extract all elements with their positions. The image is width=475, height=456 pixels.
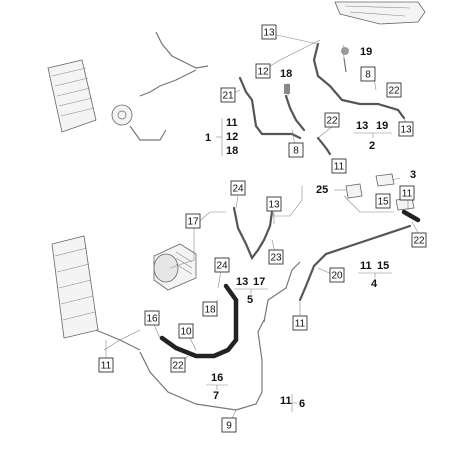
callout-13-right[interactable]: 13 (398, 121, 414, 137)
group-7[interactable]: 16 7 (206, 372, 228, 402)
condenser-lower-illustration (51, 235, 99, 339)
group-6[interactable]: 11 6 (280, 394, 305, 412)
condenser-upper-illustration (47, 59, 97, 133)
callout-22-lower[interactable]: 22 (170, 357, 186, 373)
svg-text:4: 4 (371, 278, 378, 290)
svg-text:16: 16 (211, 372, 223, 384)
callout-20[interactable]: 20 (329, 267, 345, 283)
group-1[interactable]: 11 12 18 1 (205, 117, 238, 157)
svg-text:17: 17 (187, 217, 199, 228)
svg-text:22: 22 (172, 361, 184, 372)
callout-24-upper[interactable]: 24 (230, 180, 246, 196)
svg-text:13: 13 (268, 200, 280, 211)
pipe-line-4 (298, 224, 412, 302)
callout-19[interactable]: 19 (341, 46, 372, 58)
svg-text:17: 17 (253, 276, 265, 288)
svg-text:11: 11 (295, 319, 306, 330)
callout-24-lower[interactable]: 24 (214, 257, 230, 273)
svg-text:15: 15 (377, 260, 389, 272)
svg-text:21: 21 (222, 91, 234, 102)
callout-17[interactable]: 17 (185, 213, 201, 229)
svg-text:18: 18 (226, 145, 238, 157)
svg-text:12: 12 (226, 131, 238, 143)
svg-text:25: 25 (316, 184, 328, 196)
svg-text:18: 18 (280, 68, 292, 80)
callout-22-upper-right[interactable]: 22 (386, 82, 402, 98)
callout-10[interactable]: 10 (178, 323, 194, 339)
callout-16[interactable]: 16 (144, 310, 160, 326)
pipe-line-9 (139, 319, 265, 411)
callout-8-mid[interactable]: 8 (288, 142, 304, 158)
callout-11-lower-left[interactable]: 11 (98, 357, 114, 373)
callout-13-top[interactable]: 13 (261, 24, 277, 40)
pipe-line-5 (232, 206, 274, 261)
svg-text:9: 9 (226, 421, 232, 432)
group-4[interactable]: 11 15 4 (358, 260, 392, 290)
svg-text:22: 22 (413, 236, 425, 247)
callout-12[interactable]: 12 (255, 63, 271, 79)
compressor-upper-illustration (111, 104, 133, 126)
fittings-illustration (345, 173, 415, 211)
svg-text:13: 13 (356, 120, 368, 132)
svg-text:12: 12 (257, 67, 269, 78)
callout-18-top[interactable]: 18 (280, 68, 292, 94)
svg-text:11: 11 (334, 162, 345, 173)
svg-text:8: 8 (365, 70, 371, 81)
svg-text:22: 22 (326, 116, 338, 127)
pipe-line-1 (238, 76, 302, 140)
svg-text:6: 6 (299, 398, 305, 410)
compressor-lower-illustration (153, 243, 197, 291)
group-2[interactable]: 13 19 2 (354, 120, 392, 152)
svg-text:23: 23 (270, 253, 282, 264)
svg-text:11: 11 (226, 117, 238, 129)
callout-9[interactable]: 9 (221, 417, 237, 433)
svg-text:1: 1 (205, 132, 211, 144)
svg-text:19: 19 (360, 46, 372, 58)
callout-25[interactable]: 25 (316, 184, 328, 196)
svg-text:3: 3 (410, 169, 416, 181)
callout-22-mid[interactable]: 22 (324, 112, 340, 128)
callout-23[interactable]: 23 (268, 249, 284, 265)
svg-text:11: 11 (101, 361, 112, 372)
upper-pipe-run (155, 31, 209, 69)
hose-line-10 (159, 283, 239, 359)
svg-text:11: 11 (280, 395, 292, 407)
svg-text:11: 11 (360, 260, 372, 272)
callout-13-lower[interactable]: 13 (266, 196, 282, 212)
svg-text:24: 24 (232, 184, 244, 195)
svg-text:16: 16 (146, 314, 158, 325)
svg-text:13: 13 (236, 276, 248, 288)
svg-text:8: 8 (293, 146, 299, 157)
svg-text:10: 10 (180, 327, 192, 338)
callout-11-mid[interactable]: 11 (331, 158, 347, 174)
callout-3[interactable]: 3 (410, 169, 416, 181)
svg-text:15: 15 (377, 197, 389, 208)
svg-text:13: 13 (263, 28, 275, 39)
svg-text:2: 2 (369, 140, 375, 152)
callout-18-lower[interactable]: 18 (202, 301, 218, 317)
svg-text:22: 22 (388, 86, 400, 97)
svg-text:5: 5 (247, 294, 253, 306)
svg-text:20: 20 (331, 271, 343, 282)
svg-text:18: 18 (204, 305, 216, 316)
svg-text:11: 11 (402, 189, 413, 200)
svg-text:19: 19 (376, 120, 388, 132)
callout-15[interactable]: 15 (375, 193, 391, 209)
engine-block-illustration (334, 1, 426, 25)
callout-11-lower-mid[interactable]: 11 (292, 315, 308, 331)
callout-22-right[interactable]: 22 (411, 232, 427, 248)
svg-text:7: 7 (213, 390, 219, 402)
callout-21[interactable]: 21 (220, 87, 236, 103)
callout-11-right[interactable]: 11 (399, 185, 415, 201)
svg-text:13: 13 (400, 125, 412, 136)
pipe-line-2 (312, 42, 406, 120)
group-5[interactable]: 13 17 5 (234, 276, 268, 306)
svg-text:24: 24 (216, 261, 228, 272)
callout-8-upper[interactable]: 8 (360, 66, 376, 82)
